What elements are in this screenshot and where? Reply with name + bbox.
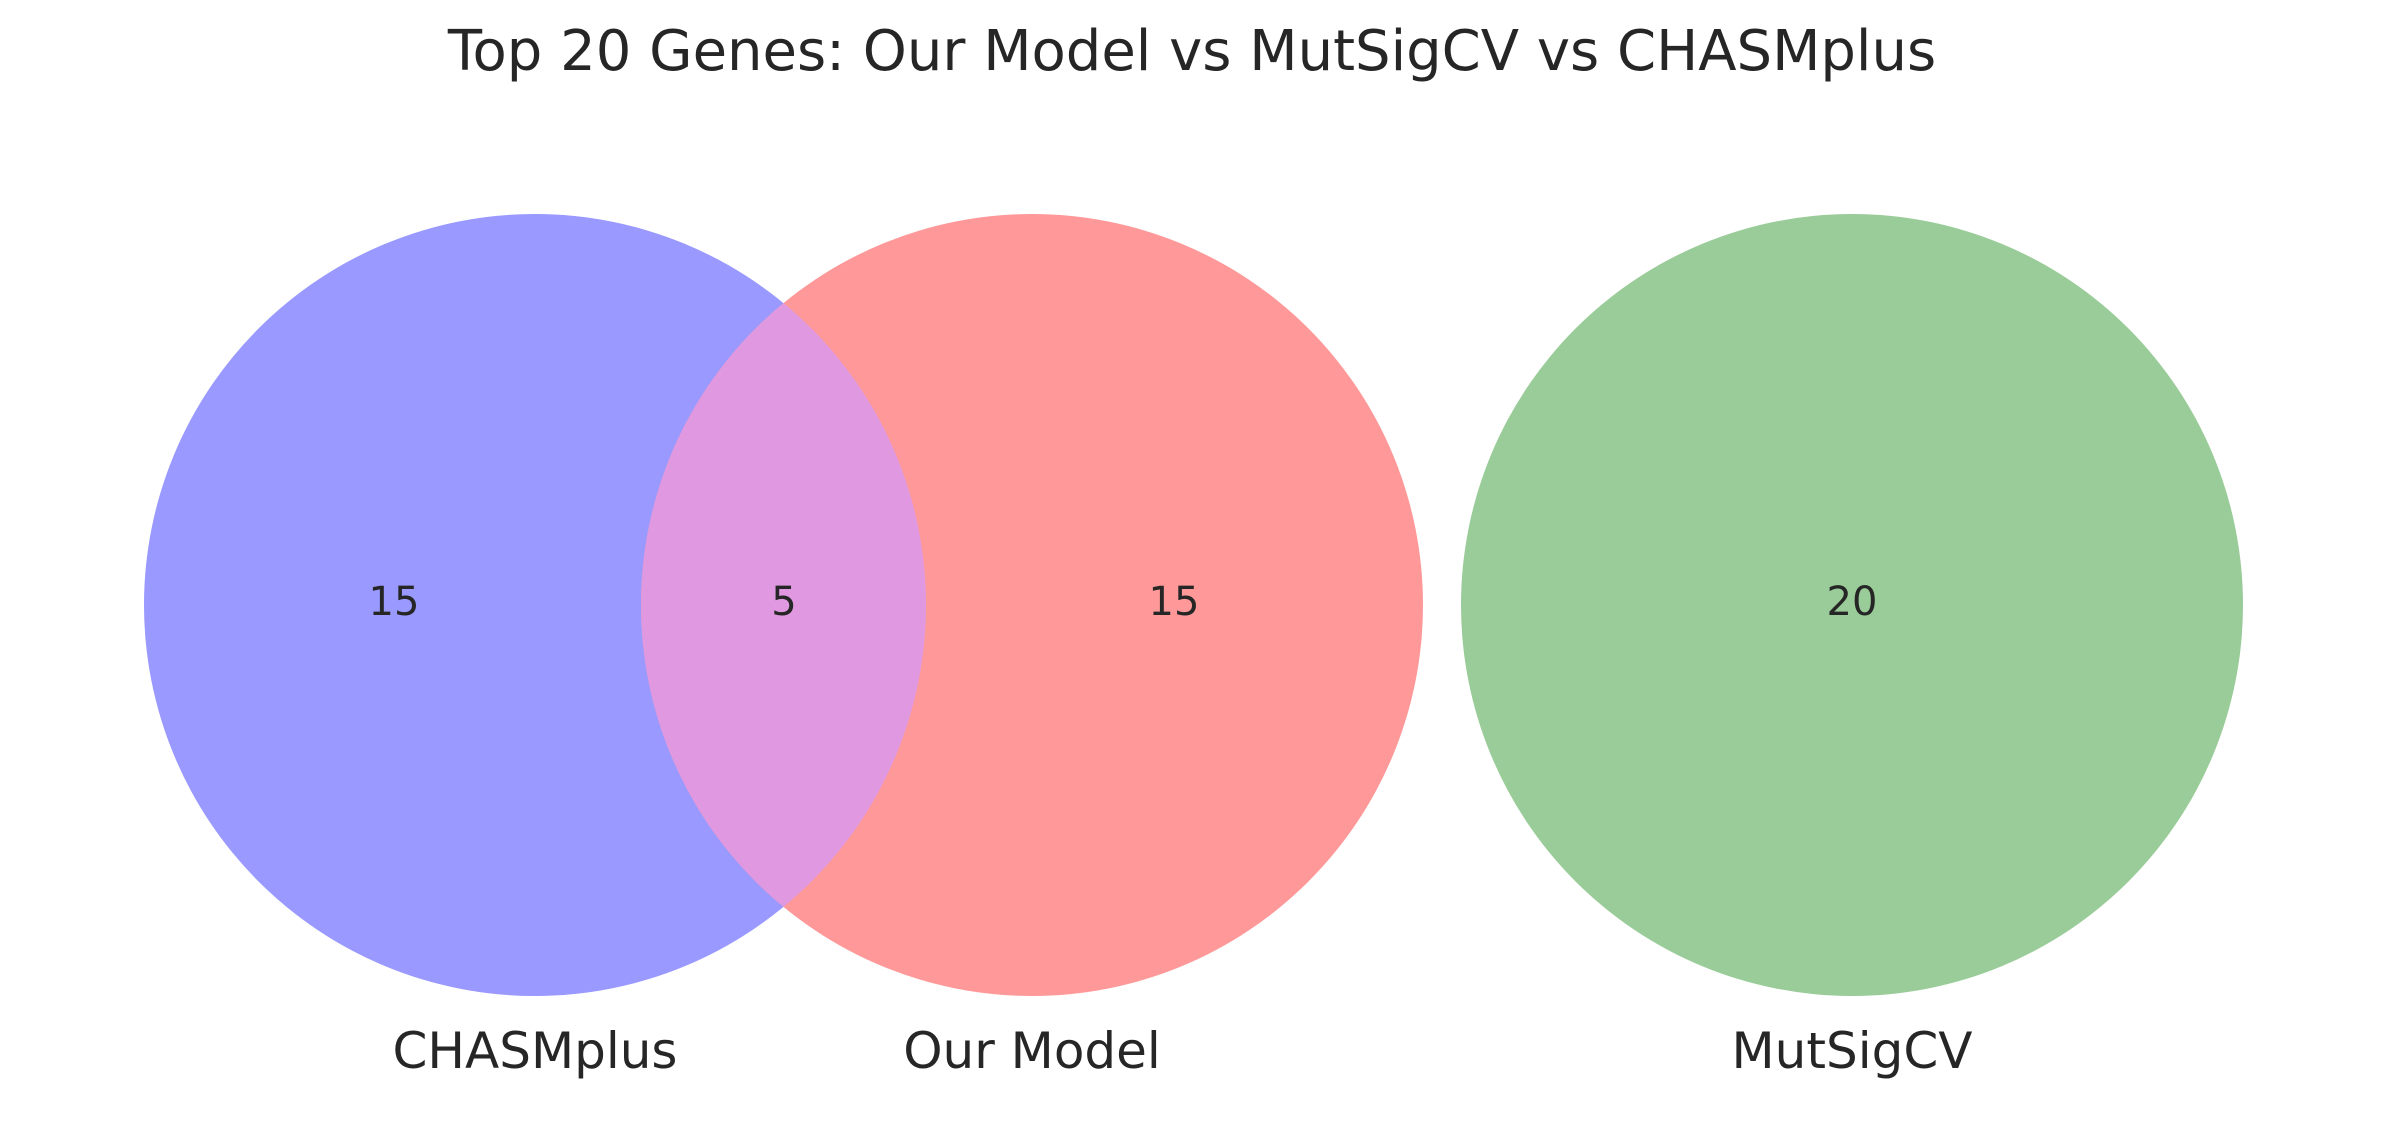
count-mutsigcv-only: 20 (1827, 579, 1878, 625)
count-chasmplus-our-model: 5 (771, 579, 796, 625)
count-our-model-only: 15 (1149, 579, 1200, 625)
label-our-model: Our Model (903, 1022, 1161, 1080)
label-mutsigcv: MutSigCV (1732, 1022, 1973, 1080)
overlap-chasmplus-our-model (641, 214, 926, 996)
circle-mutsigcv (1461, 214, 2243, 996)
count-chasmplus-only: 15 (369, 579, 420, 625)
label-chasmplus: CHASMplus (393, 1022, 678, 1080)
chart-title: Top 20 Genes: Our Model vs MutSigCV vs C… (447, 19, 1936, 84)
